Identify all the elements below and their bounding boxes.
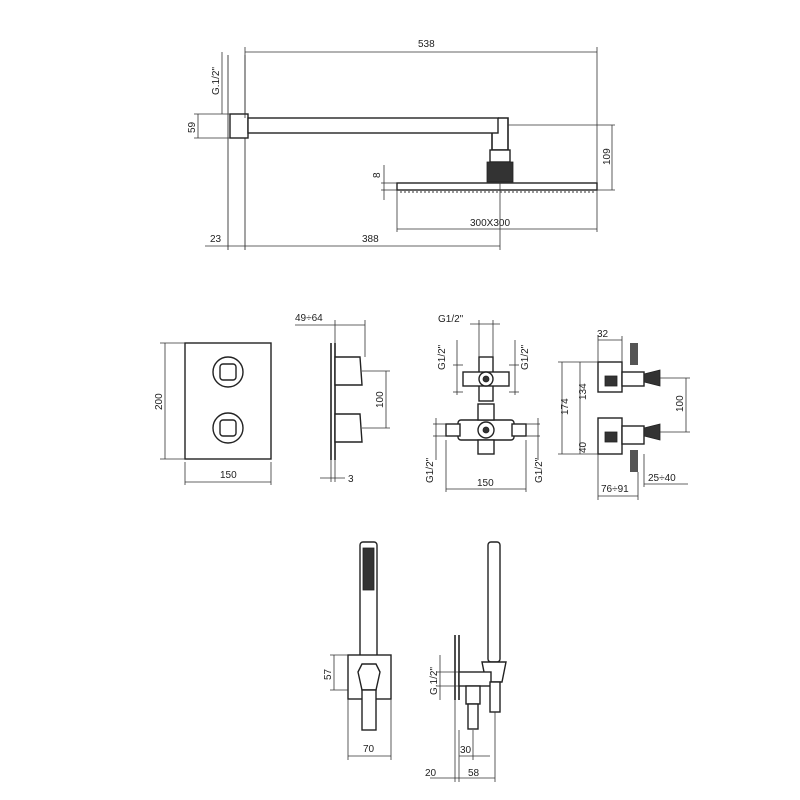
dim-holder-width: 70 xyxy=(363,744,375,755)
dim-inner-height: 134 xyxy=(578,383,589,400)
dim-depth: 58 xyxy=(468,768,480,779)
shower-head-view: 538 G.1/2" 59 109 8 300X300 23 388 xyxy=(187,39,615,250)
dim-holder-height: 57 xyxy=(323,668,334,680)
dim-drop: 109 xyxy=(602,148,613,165)
dim-flange: 59 xyxy=(187,121,198,133)
thermostat-front-view: 200 150 xyxy=(154,342,272,485)
dim-wall-offset-hand: 20 xyxy=(425,768,437,779)
hand-shower-front-view: 57 70 xyxy=(323,541,392,760)
dim-outlet-left-top: G1/2" xyxy=(437,344,448,370)
mixer-body-front-view: G1/2" G1/2" G1/2" G1/2" G1/2" 150 xyxy=(425,314,545,492)
dim-outlet-offset: 30 xyxy=(460,745,472,756)
dim-head-thickness: 8 xyxy=(372,172,383,178)
dim-outlet-left-bottom: G1/2" xyxy=(425,457,436,483)
dim-outlet-right-bottom: G1/2" xyxy=(534,457,545,483)
dim-bottom-height: 40 xyxy=(578,441,589,453)
dim-head-size: 300X300 xyxy=(470,218,510,229)
dim-arm-length: 538 xyxy=(418,39,435,50)
dim-top-depth: 32 xyxy=(597,329,609,340)
dim-embed-range: 76÷91 xyxy=(601,484,629,495)
dim-knob-depth: 49÷64 xyxy=(295,313,323,324)
dim-thermostat-width: 150 xyxy=(220,470,237,481)
dim-plate-thickness: 3 xyxy=(348,474,354,485)
dim-arm-projection: 388 xyxy=(362,234,379,245)
dim-adjust-range: 25÷40 xyxy=(648,473,676,484)
dim-thermostat-height: 200 xyxy=(154,393,165,410)
dim-mixer-width: 150 xyxy=(477,478,494,489)
dim-overall-height: 174 xyxy=(560,398,571,415)
dim-knob-spacing: 100 xyxy=(375,391,386,408)
mixer-side-view: 32 174 134 40 100 25÷40 76÷91 xyxy=(558,329,690,500)
dim-spacing: 100 xyxy=(675,395,686,412)
hand-shower-side-view: G.1/2" 30 20 58 xyxy=(425,541,507,782)
dim-wall-offset: 23 xyxy=(210,234,222,245)
dim-thread: G.1/2" xyxy=(429,667,440,695)
dim-outlet-right-top: G1/2" xyxy=(520,344,531,370)
dim-thread-top: G.1/2" xyxy=(211,67,222,95)
thermostat-side-view: 49÷64 100 3 xyxy=(295,313,390,485)
dim-inlet-top: G1/2" xyxy=(438,314,464,325)
